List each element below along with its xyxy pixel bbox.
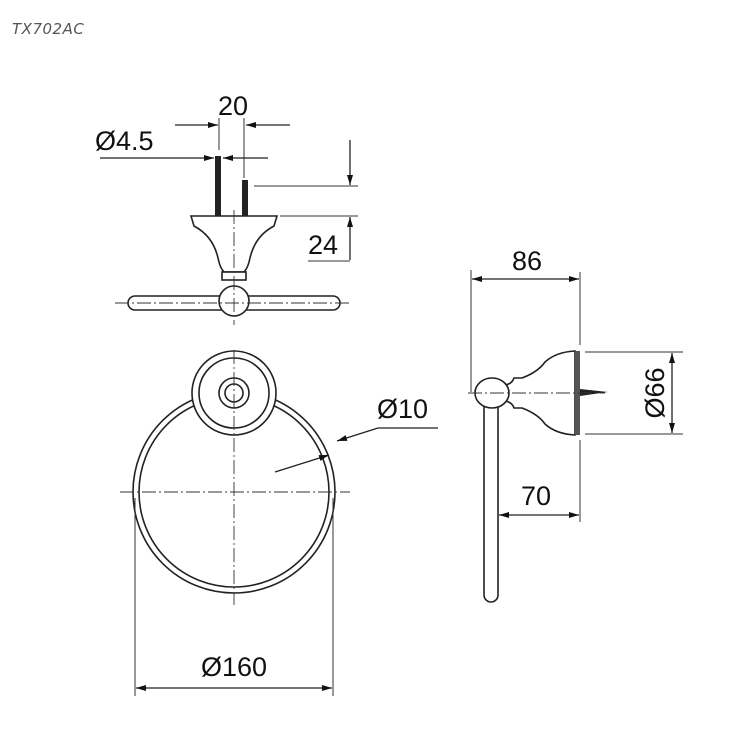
pin-side xyxy=(580,389,608,396)
dim-ring-diameter: Ø160 xyxy=(201,652,267,682)
dim-pin-diameter: Ø4.5 xyxy=(95,126,154,156)
dim-pin-length: 24 xyxy=(308,230,338,260)
pin-left xyxy=(215,156,221,216)
top-view: 20 Ø4.5 24 xyxy=(95,91,358,325)
dim-pin-spacing: 20 xyxy=(218,91,248,121)
side-view: 86 Ø66 70 xyxy=(468,246,683,603)
front-view: Ø10 Ø160 xyxy=(120,350,438,696)
dim-projection: 86 xyxy=(512,246,542,276)
pin-right xyxy=(242,180,248,216)
dim-flange-diameter: Ø66 xyxy=(640,367,670,418)
dim-wire-diameter: Ø10 xyxy=(377,394,428,424)
dim-ring-offset: 70 xyxy=(521,481,551,511)
ring-side-profile xyxy=(483,385,499,603)
flange-face xyxy=(575,351,580,435)
model-code: TX702AC xyxy=(12,20,85,38)
